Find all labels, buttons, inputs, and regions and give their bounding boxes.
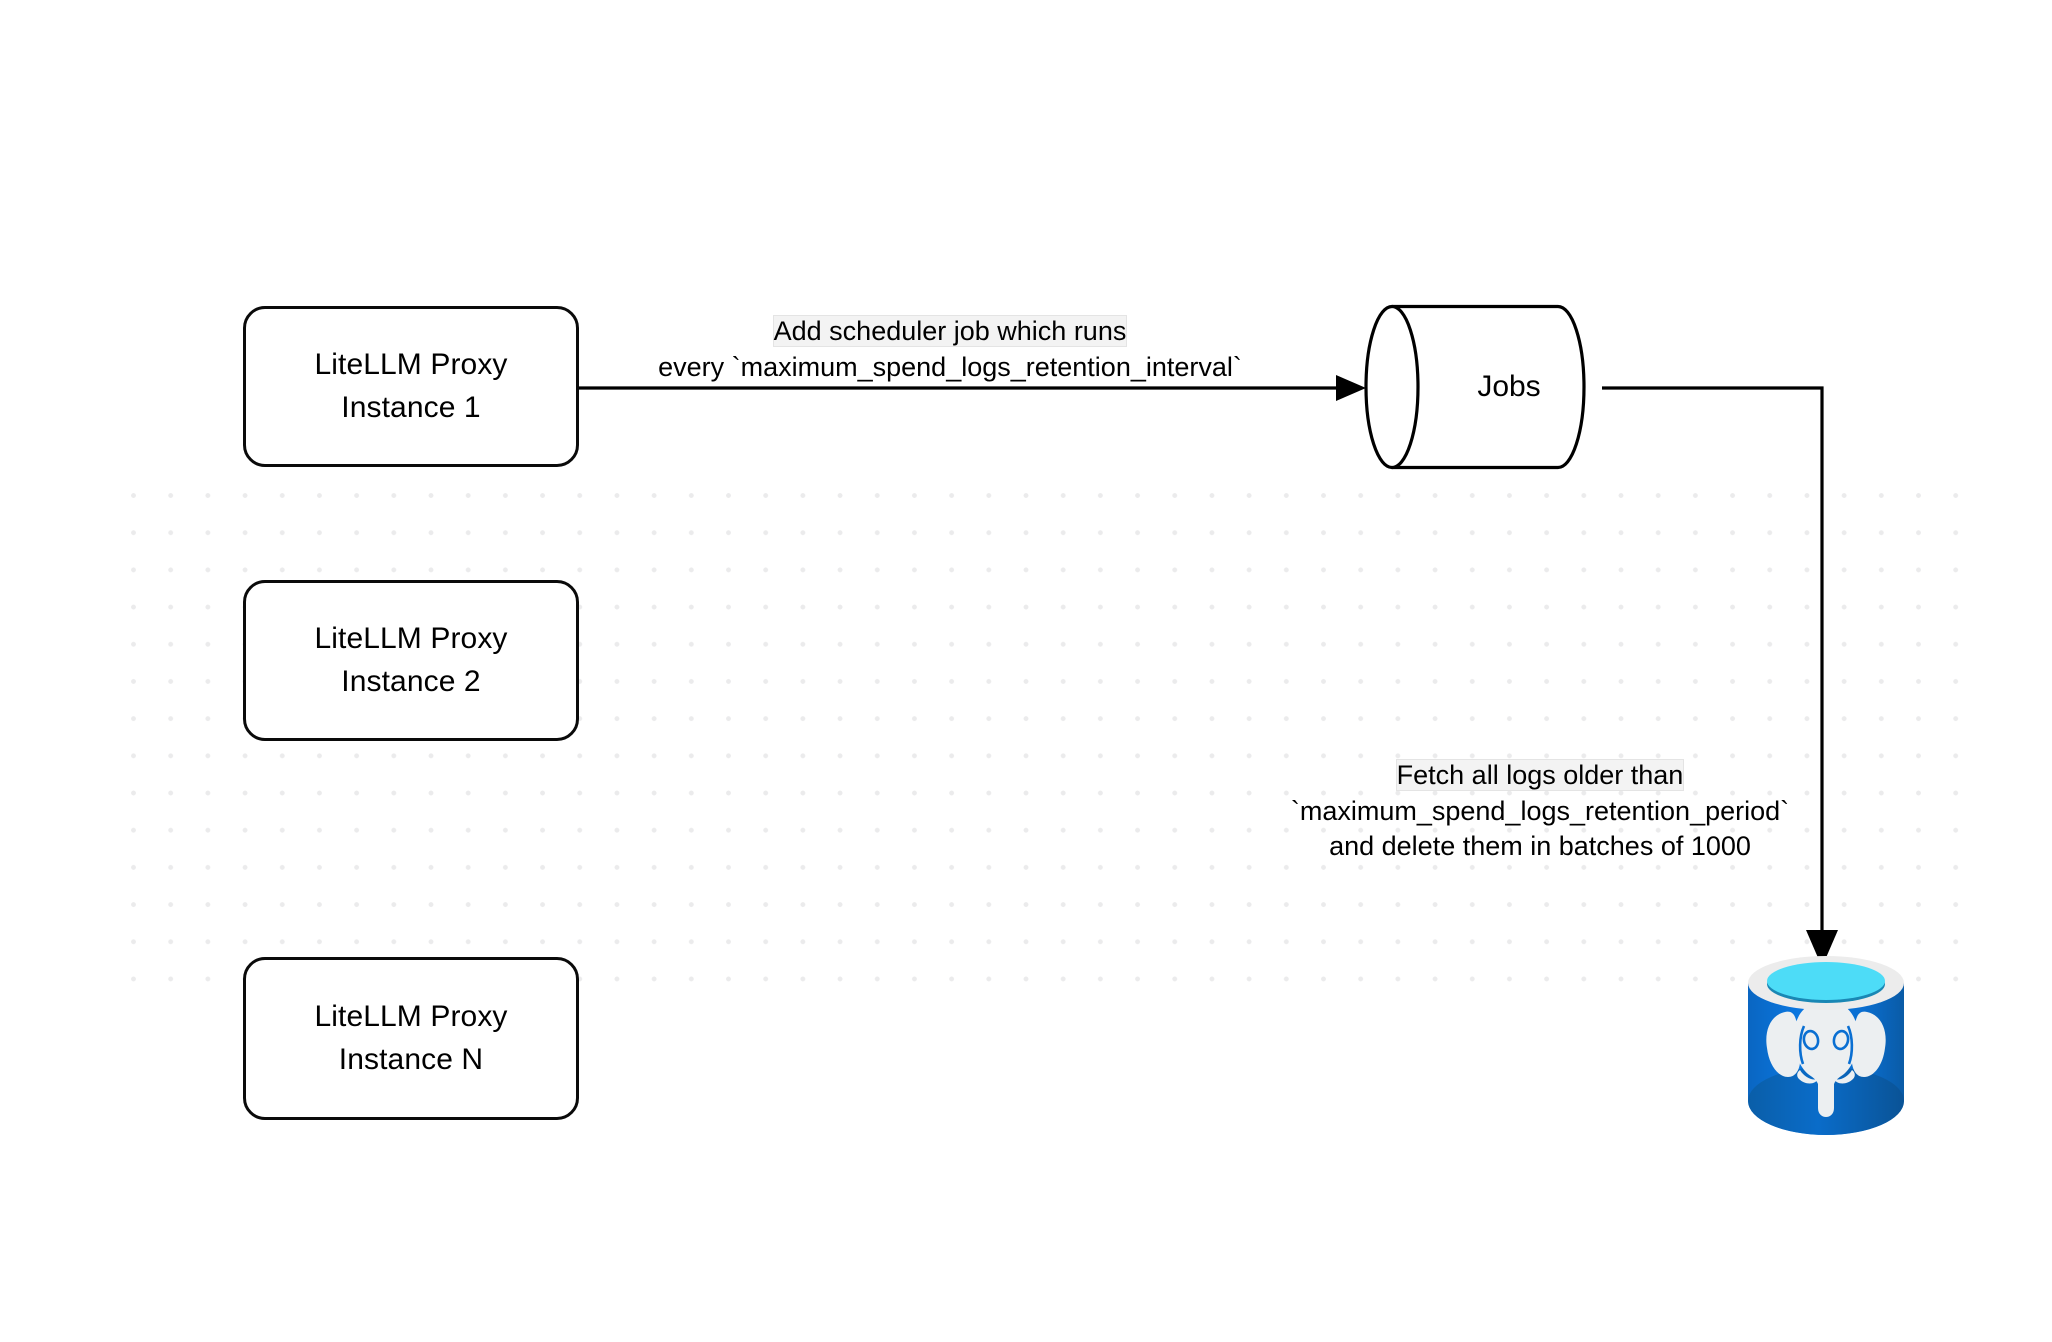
edge-label-line-2: every `maximum_spend_logs_retention_inte… bbox=[658, 351, 1242, 382]
postgres-cylinder-shape bbox=[1748, 956, 1904, 1135]
edge-label-line-1-text: Add scheduler job which runs bbox=[773, 316, 1127, 346]
proxy-2-line-2: Instance 2 bbox=[341, 664, 481, 698]
jobs-cylinder-shape bbox=[1364, 304, 1586, 470]
jobs-label: Jobs bbox=[1477, 370, 1541, 403]
node-jobs-cylinder[interactable]: Jobs bbox=[1364, 303, 1602, 471]
fetch-label-line-1: Fetch all logs older than bbox=[1230, 758, 1850, 794]
edge-label-add-scheduler-job: Add scheduler job which runs every `maxi… bbox=[590, 314, 1310, 385]
fetch-label-line-3: and delete them in batches of 1000 bbox=[1329, 831, 1751, 862]
node-litellm-proxy-instance-n[interactable]: LiteLLM Proxy Instance N bbox=[243, 957, 579, 1120]
arrowhead-into-jobs bbox=[1336, 375, 1366, 401]
edge-label-fetch-and-delete-logs: Fetch all logs older than `maximum_spend… bbox=[1230, 758, 1850, 865]
edge-label-line-1: Add scheduler job which runs bbox=[590, 314, 1310, 350]
proxy-3-line-2: Instance N bbox=[338, 1042, 484, 1076]
proxy-2-line-1: LiteLLM Proxy bbox=[314, 621, 508, 655]
proxy-3-line-1: LiteLLM Proxy bbox=[314, 999, 508, 1033]
postgres-database-icon[interactable] bbox=[1742, 953, 1910, 1138]
proxy-1-line-2: Instance 1 bbox=[341, 390, 481, 424]
fetch-label-line-1-text: Fetch all logs older than bbox=[1396, 760, 1684, 790]
fetch-label-line-2: `maximum_spend_logs_retention_period` bbox=[1290, 795, 1790, 826]
proxy-1-line-1: LiteLLM Proxy bbox=[314, 347, 508, 381]
node-litellm-proxy-instance-2[interactable]: LiteLLM Proxy Instance 2 bbox=[243, 580, 579, 741]
background-dot-grid bbox=[131, 493, 1965, 999]
node-litellm-proxy-instance-1[interactable]: LiteLLM Proxy Instance 1 bbox=[243, 306, 579, 467]
postgres-elephant-eyes bbox=[1798, 1025, 1854, 1065]
